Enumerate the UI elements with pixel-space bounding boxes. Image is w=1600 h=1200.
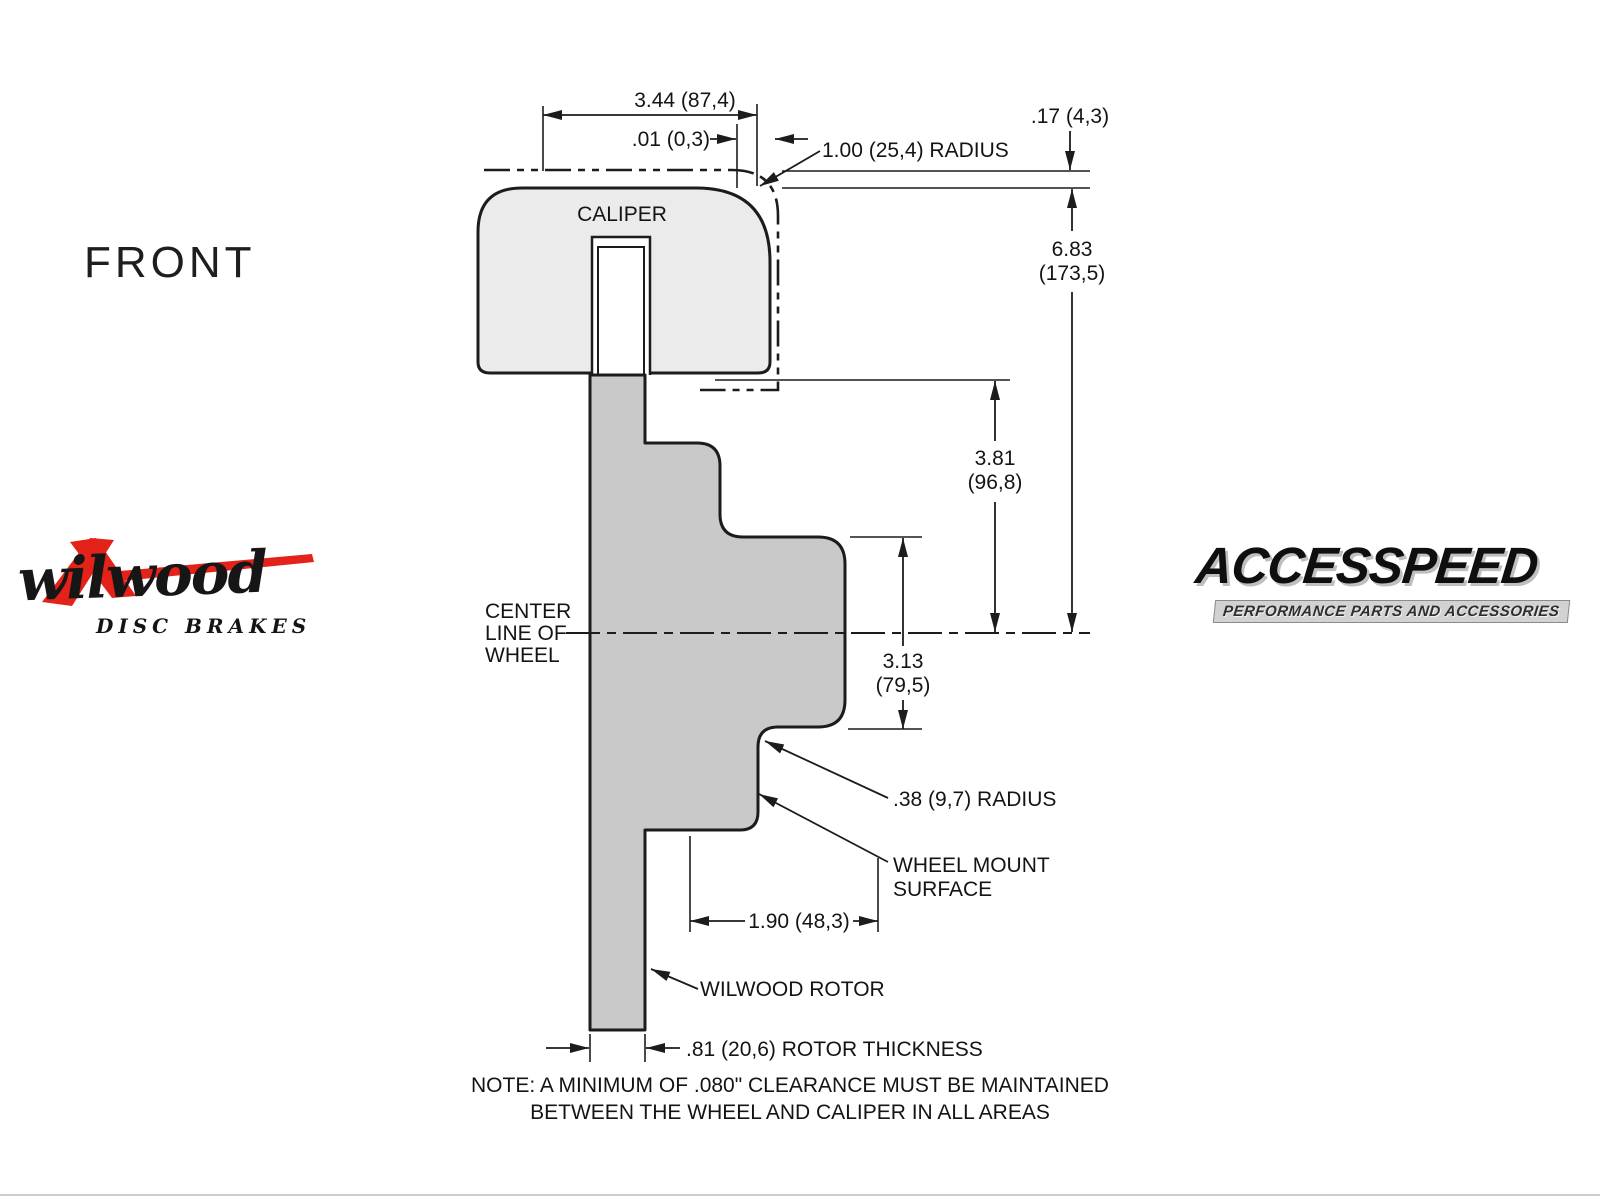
dim-overall-height-in: 6.83: [1052, 238, 1093, 261]
leader-lines: [650, 150, 889, 990]
fillet-radius-label: .38 (9,7) RADIUS: [893, 788, 1056, 811]
dim-caliper-to-centerline-mm: (96,8): [968, 471, 1023, 494]
centerline-label-line1: CENTER: [485, 600, 571, 623]
dim-caliper-to-centerline-in: 3.81: [975, 447, 1016, 470]
leader-caliper-radius: [759, 150, 821, 187]
dim-flange-depth-in: 3.13: [883, 650, 924, 673]
leader-fillet-radius: [764, 740, 889, 799]
rotor-thickness-label: .81 (20,6) ROTOR THICKNESS: [686, 1038, 983, 1061]
note-line-2: BETWEEN THE WHEEL AND CALIPER IN ALL ARE…: [530, 1101, 1050, 1124]
rotor-top-section: [597, 246, 645, 376]
wilwood-tagline: DISC BRAKES: [96, 614, 312, 638]
wilwood-brush-stroke-right: [70, 538, 136, 598]
rotor-hat-profile: [588, 373, 847, 1032]
wheel-mount-label-line2: SURFACE: [893, 878, 992, 901]
dim-mount-offset-label: 1.90 (48,3): [748, 910, 850, 933]
caliper-label: CALIPER: [577, 203, 667, 226]
wilwood-logo: wilwood DISC BRAKES: [12, 520, 327, 650]
wilwood-wordmark: wilwood: [16, 537, 267, 615]
clearance-note: NOTE: A MINIMUM OF .080" CLEARANCE MUST …: [400, 1072, 1180, 1126]
wilwood-swoosh-graphic: [42, 538, 314, 606]
dim-top-clearance-label: .17 (4,3): [1031, 105, 1109, 128]
accesspeed-wordmark: ACCESSPEED: [1193, 537, 1541, 594]
dim-gap-label: .01 (0,3): [632, 128, 710, 151]
note-line-1: NOTE: A MINIMUM OF .080" CLEARANCE MUST …: [471, 1074, 1109, 1097]
accesspeed-tagline: PERFORMANCE PARTS AND ACCESSORIES: [1212, 600, 1570, 623]
dim-top-width-label: 3.44 (87,4): [634, 89, 736, 112]
dim-overall-height-mm: (173,5): [1039, 262, 1106, 285]
wilwood-brush-streak: [108, 554, 314, 582]
view-label: FRONT: [84, 238, 256, 287]
leader-wheel-mount: [758, 793, 889, 863]
dim-flange-depth-mm: (79,5): [876, 674, 931, 697]
centerline-label-line2: LINE OF: [485, 622, 567, 645]
caliper-radius-label: 1.00 (25,4) RADIUS: [822, 139, 1009, 162]
accesspeed-logo: ACCESSPEED PERFORMANCE PARTS AND ACCESSO…: [1193, 536, 1570, 623]
leader-rotor: [650, 968, 699, 990]
rotor-label: WILWOOD ROTOR: [700, 978, 885, 1001]
dimension-lines: [543, 110, 1077, 1053]
wheel-mount-label-line1: WHEEL MOUNT: [893, 854, 1050, 877]
bottom-divider: [0, 1194, 1600, 1196]
centerline-label-line3: WHEEL: [485, 644, 560, 667]
